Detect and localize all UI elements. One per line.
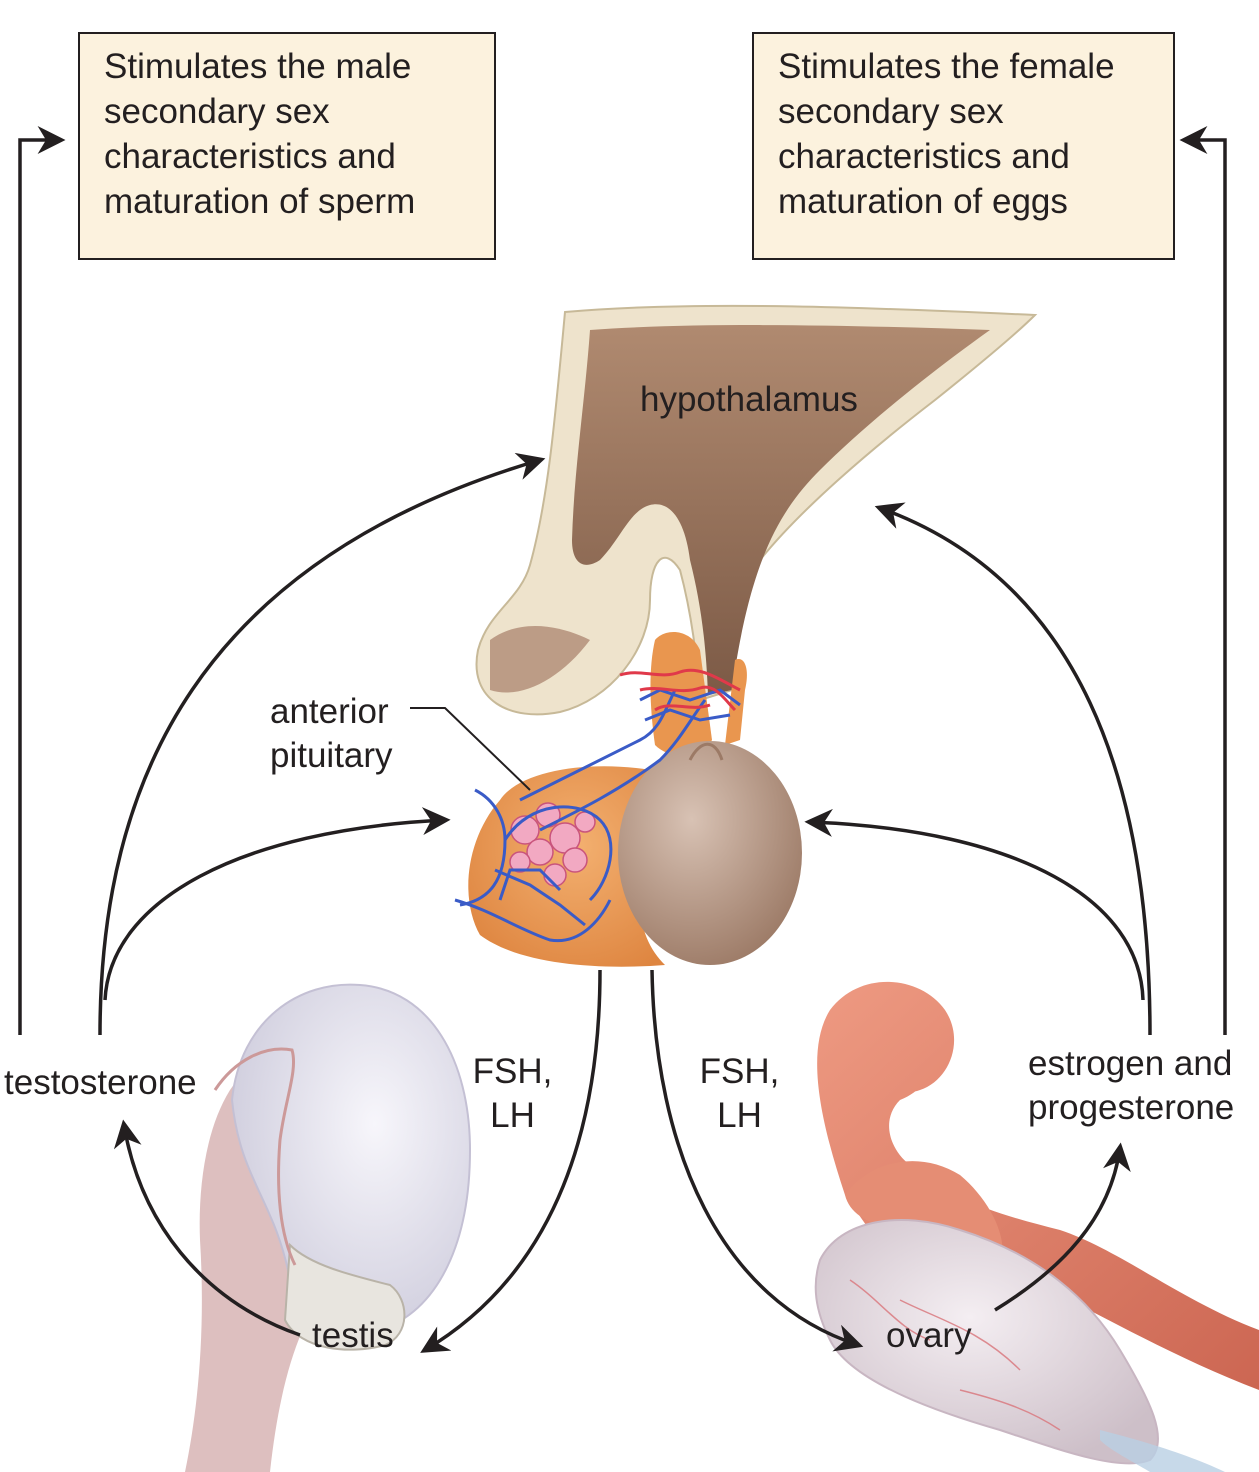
female-effects-line: secondary sex [778, 92, 1004, 131]
fsh-lh-right-line: LH [717, 1096, 762, 1135]
anterior-pituitary-line: pituitary [270, 736, 393, 775]
estrogen-progesterone-label: estrogen and progesterone [1028, 1042, 1235, 1130]
ovary-label: ovary [886, 1316, 972, 1355]
hypothalamus-illustration [475, 304, 1038, 716]
fsh-lh-right-label: FSH, LH [692, 1050, 787, 1138]
male-effects-line: secondary sex [104, 92, 330, 131]
male-effects-box: Stimulates the male secondary sex charac… [78, 32, 496, 260]
testis-label: testis [312, 1316, 394, 1355]
anterior-pituitary-line: anterior [270, 692, 389, 731]
female-effects-line: maturation of eggs [778, 182, 1068, 221]
female-effects-box: Stimulates the female secondary sex char… [752, 32, 1175, 260]
fsh-lh-right-line: FSH, [699, 1052, 780, 1091]
anterior-pituitary-leader [410, 707, 531, 791]
testis-illustration [185, 983, 472, 1472]
estrogen-progesterone-line: estrogen and [1028, 1044, 1233, 1083]
fsh-lh-left-line: FSH, [472, 1052, 553, 1091]
female-effects-line: characteristics and [778, 137, 1070, 176]
pituitary-illustration [454, 631, 802, 967]
hypothalamus-label: hypothalamus [640, 380, 858, 419]
anterior-pituitary-label: anterior pituitary [270, 690, 393, 778]
male-effects-line: Stimulates the male [104, 47, 412, 86]
ovary-illustration [814, 981, 1259, 1472]
male-effects-line: characteristics and [104, 137, 396, 176]
testosterone-label: testosterone [2, 1063, 199, 1102]
female-effects-line: Stimulates the female [778, 47, 1115, 86]
fsh-lh-left-label: FSH, LH [465, 1050, 560, 1138]
male-effects-line: maturation of sperm [104, 182, 416, 221]
estrogen-progesterone-line: progesterone [1028, 1088, 1235, 1127]
fsh-lh-left-line: LH [490, 1096, 535, 1135]
pathway-arrows [18, 126, 1227, 1353]
